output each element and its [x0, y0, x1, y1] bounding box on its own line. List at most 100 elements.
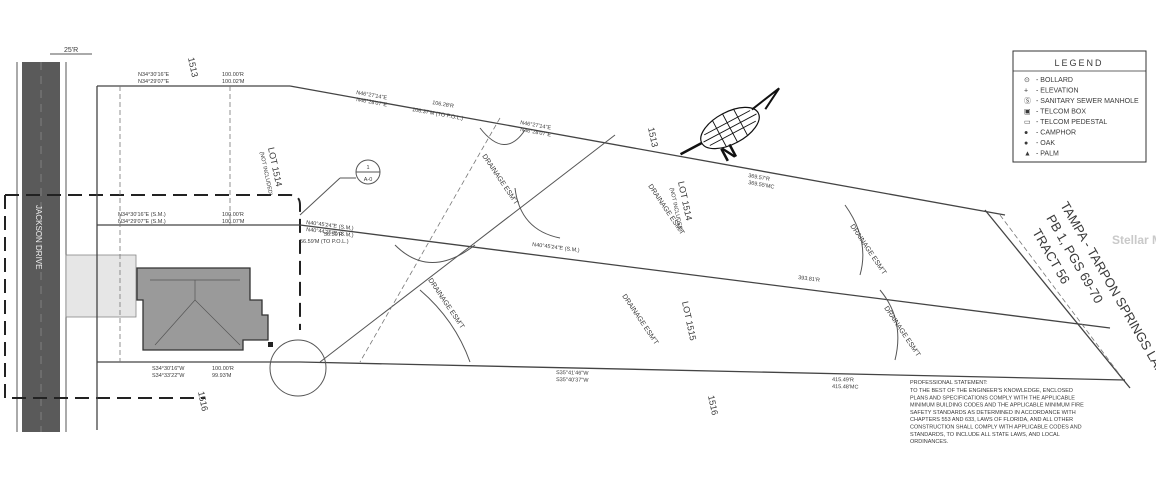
- telcom-box-icon: ▣: [1024, 109, 1031, 116]
- lot-lines: [96, 85, 1131, 430]
- distance-11: 393.81'R: [798, 275, 820, 284]
- easement-label-6: DRAINAGE ESM'T: [882, 305, 921, 359]
- bearing-3: N46°27'14"E: [356, 90, 388, 101]
- watermark: Stellar MLS: [1112, 233, 1156, 247]
- easement-label-3: DRAINAGE ESM'T: [426, 277, 465, 331]
- palm-icon: ▲: [1024, 151, 1031, 158]
- legend-item-label: - ELEVATION: [1036, 88, 1079, 95]
- distance-4: 106.37'M (TO P.O.L.): [412, 107, 464, 122]
- easement-arcs: [394, 127, 899, 363]
- distance-1: 100.00'R: [222, 72, 244, 78]
- arc-2: [394, 244, 476, 263]
- arc-5: [879, 289, 899, 361]
- oak-icon: ●: [1024, 140, 1028, 147]
- roof-ridges: [150, 279, 241, 346]
- distance-15: 415.48'MC: [832, 384, 859, 391]
- tract-line-1: TAMPA - TARPON SPRINGS LAND Co.: [1057, 199, 1156, 406]
- arc-1: [479, 127, 526, 145]
- elevation-icon: +: [1024, 88, 1028, 95]
- easement-label-5: DRAINAGE ESM'T: [848, 223, 887, 277]
- north-arrow: N: [679, 87, 780, 167]
- legend-item-label: - BOLLARD: [1036, 77, 1073, 84]
- lot-line-north-1514: [289, 85, 1006, 216]
- distance-12: 100.00'R: [212, 366, 234, 372]
- bearing-8: N40°44'25"E (S.M.): [306, 227, 354, 239]
- statement-line: PLANS AND SPECIFICATIONS COMPLY WITH THE…: [910, 395, 1075, 401]
- bearing-4: N46°28'07"E: [356, 97, 388, 108]
- statement-title: PROFESSIONAL STATEMENT:: [910, 380, 988, 386]
- statement-line: CONSTRUCTION SHALL COMPLY WITH APPLICABL…: [910, 425, 1082, 431]
- detail-circle: [269, 339, 327, 397]
- distance-8: 56.59'M (TO P.O.L.): [300, 239, 349, 245]
- telcom-pedestal-icon: ▭: [1024, 119, 1031, 126]
- rear-setback: [999, 214, 1121, 376]
- camphor-icon: ●: [1024, 130, 1028, 137]
- bearing-2: N34°29'07"E: [138, 79, 170, 85]
- statement-line: SAFETY STANDARDS AS DETERMINED IN ACCORD…: [910, 410, 1076, 416]
- road-width-label: 25'R: [64, 47, 78, 54]
- lot-line-rear: [984, 209, 1131, 389]
- arc-4: [844, 204, 864, 276]
- professional-statement: PROFESSIONAL STATEMENT: TO THE BEST OF T…: [910, 380, 1084, 445]
- lot-1516-left-label: 1516: [196, 390, 210, 412]
- lot-1515-label: LOT 1515: [680, 300, 698, 341]
- distance-3: 106.28'R: [432, 100, 455, 110]
- distance-13: 99.93'M: [212, 373, 232, 379]
- ac-unit: [268, 342, 273, 347]
- distance-14: 415.49'R: [832, 377, 854, 383]
- distance-6: 100.07'M: [222, 219, 245, 225]
- bearing-15: N46°28'07"E: [520, 127, 552, 138]
- bearing-11: S34°33'22"W: [152, 373, 185, 379]
- road-name: JACKSON DRIVE: [34, 205, 43, 269]
- legend-item-label: - SANITARY SEWER MANHOLE: [1036, 98, 1139, 105]
- lot-1513-top-label: 1513: [186, 56, 200, 78]
- bearing-10: S34°30'16"W: [152, 366, 185, 372]
- easement-label-1: DRAINAGE ESM'T: [480, 153, 519, 207]
- legend-item-label: - TELCOM BOX: [1036, 109, 1086, 116]
- tract-label: TAMPA - TARPON SPRINGS LAND Co. PB 1, PG…: [1029, 199, 1156, 406]
- statement-line: CHAPTERS 553 AND 633, LAWS OF FLORIDA, A…: [910, 417, 1073, 423]
- north-letter: N: [718, 140, 741, 166]
- bearing-9: N40°45'24"E (S.M.): [532, 242, 580, 254]
- statement-line: MINIMUM BUILDING CODES AND THE APPLICABL…: [910, 403, 1084, 409]
- bearings-distances: N34°30'16"E N34°29'07"E 100.00'R 100.02'…: [118, 72, 859, 391]
- lot-line-1514-1515: [299, 224, 1111, 329]
- bearing-12: S35°41'46"W: [556, 370, 589, 377]
- easement-line-1: [359, 117, 501, 363]
- distance-5: 100.00'R: [222, 212, 244, 218]
- distance-2: 100.02'M: [222, 79, 245, 85]
- road: 25'R JACKSON DRIVE: [16, 47, 137, 432]
- arc-3: [514, 187, 561, 239]
- legend-item-label: - CAMPHOR: [1036, 130, 1076, 137]
- lot-1516-right-label: 1516: [706, 394, 720, 416]
- easement-label-4: DRAINAGE ESM'T: [620, 293, 659, 347]
- subject-boundary: [4, 194, 301, 399]
- bearing-13: S35°40'37"W: [556, 377, 589, 384]
- bearing-5: N34°30'16"E (S.M.): [118, 212, 166, 218]
- section-callout: 1 A-0: [299, 159, 381, 216]
- driveway: [65, 254, 137, 318]
- legend-item-label: - OAK: [1036, 140, 1055, 147]
- legend-title: LEGEND: [1054, 58, 1103, 68]
- lot-1513-right-label: 1513: [646, 126, 660, 148]
- lot-line-1515-south: [299, 361, 1126, 381]
- bearing-14: N46°27'14"E: [520, 120, 552, 131]
- callout-sheet: A-0: [364, 177, 373, 183]
- statement-line: ORDINANCES.: [910, 439, 949, 445]
- house-roof: [136, 267, 269, 351]
- bearing-7: N40°45'24"E (S.M.): [306, 220, 354, 232]
- bollard-icon: ⊙: [1024, 77, 1030, 84]
- distance-7: 56.59'R: [324, 232, 343, 238]
- bearing-1: N34°30'16"E: [138, 72, 170, 78]
- bearing-6: N34°29'07"E (S.M.): [118, 219, 166, 225]
- statement-line: STANDARDS, TO INCLUDE ALL STATE LAWS, AN…: [910, 432, 1060, 438]
- house: [136, 267, 273, 351]
- arc-6: [419, 289, 471, 363]
- statement-line: TO THE BEST OF THE ENGINEER'S KNOWLEDGE,…: [910, 388, 1073, 394]
- distance-10: 369.55'MC: [748, 180, 775, 191]
- diagonal-line: [319, 134, 616, 363]
- distance-9: 369.57'R: [748, 173, 771, 183]
- callout-number: 1: [366, 165, 369, 171]
